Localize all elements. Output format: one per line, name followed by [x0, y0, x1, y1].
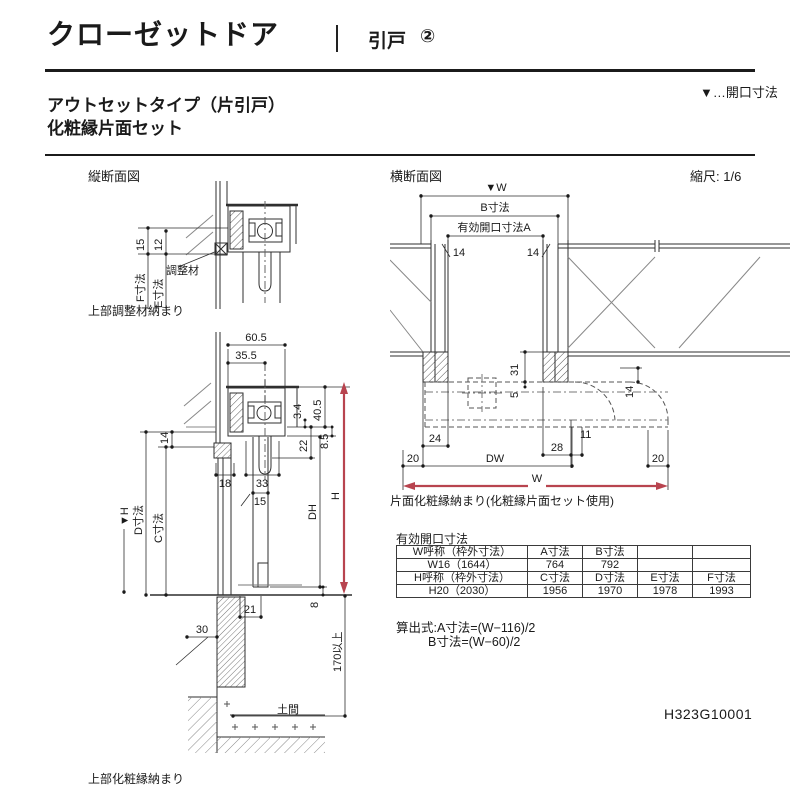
dim-15-lower: 15 [254, 496, 266, 508]
dim-e: E寸法 [151, 279, 165, 308]
dim-d: D寸法 [131, 505, 145, 535]
cell [637, 545, 693, 559]
document-number: H323G10001 [664, 706, 753, 722]
dim-11: 11 [580, 429, 591, 441]
lower-full-section: 60.5 35.5 40.5 3.4 8.5 22 DH H 14 D寸法 C寸… [119, 332, 352, 753]
category-label: 引戸 [368, 31, 407, 52]
dim-3-4: 3.4 [292, 404, 304, 419]
header-rule [45, 69, 755, 72]
dim-8: 8 [309, 602, 321, 608]
formula-b: B寸法=(W−60)/2 [428, 635, 521, 649]
cell: H呼称（枠外寸法） [396, 571, 528, 585]
plan-view: ▼W B寸法 有効開口寸法A 14 14 31 5 14 24 28 11 20… [390, 182, 790, 490]
dim-15-upper: 15 [135, 239, 147, 251]
dim-b: B寸法 [480, 200, 509, 214]
cell: 1956 [527, 584, 583, 598]
dim-35-5: 35.5 [235, 350, 256, 362]
cell [692, 558, 751, 572]
cell [637, 558, 693, 572]
dim-a: 有効開口寸法A [457, 220, 531, 234]
cell [692, 545, 751, 559]
title-divider [336, 25, 338, 52]
h-datum-marker: ▼H [119, 507, 131, 526]
subtitle-line2: 化粧縁片面セット [47, 119, 183, 138]
plan-caption: 片面化粧縁納まり(化粧縁片面セット使用) [390, 494, 614, 508]
page-title: クローゼットドア [47, 19, 280, 50]
dim-8-5: 8.5 [319, 434, 331, 449]
cell: F寸法 [692, 571, 751, 585]
cell: D寸法 [582, 571, 638, 585]
doma-label: 土間 [277, 703, 299, 716]
dim-12-upper: 12 [153, 239, 165, 251]
horizontal-section-label: 横断面図 [390, 169, 443, 184]
table-title: 有効開口寸法 [396, 532, 469, 546]
dim-60-5: 60.5 [245, 332, 266, 344]
dim-w: W [532, 473, 543, 485]
w-datum-marker: ▼W [485, 182, 507, 194]
dim-21: 21 [244, 604, 256, 616]
dim-14-jamb-left: 14 [453, 247, 465, 259]
dim-dh: DH [307, 504, 319, 520]
lower-detail-caption: 上部化粧縁納まり [88, 772, 185, 786]
dim-40-5: 40.5 [312, 400, 324, 421]
dim-h: H [330, 492, 342, 500]
cell: E寸法 [637, 571, 693, 585]
overall-height-arrow [340, 382, 348, 594]
dim-c: C寸法 [151, 513, 165, 543]
vertical-section-label: 縦断面図 [88, 169, 141, 184]
dim-20-right: 20 [652, 453, 664, 465]
dim-f: F寸法 [133, 273, 147, 302]
dim-14-pocket: 14 [624, 386, 636, 398]
vertical-section-drawing: 15 12 F寸法 E寸法 調整材 [119, 175, 360, 753]
cell: C寸法 [527, 571, 583, 585]
dim-14-jamb-right: 14 [527, 247, 539, 259]
category-number: ② [420, 26, 436, 46]
dim-18: 18 [219, 478, 231, 490]
cell: B寸法 [582, 545, 638, 559]
dim-170-min: 170以上 [331, 632, 344, 672]
formula-a: 算出式:A寸法=(W−116)/2 [396, 621, 536, 635]
cell: 792 [582, 558, 638, 572]
horizontal-section-drawing: ▼W B寸法 有効開口寸法A 14 14 31 5 14 24 28 11 20… [390, 182, 790, 490]
upper-detail-caption: 上部調整材納まり [88, 304, 185, 318]
dim-28: 28 [551, 442, 563, 454]
overall-width-arrow [403, 482, 668, 490]
cell: W16（1644） [396, 558, 528, 572]
cell: H20（2030） [396, 584, 528, 598]
dim-30: 30 [196, 624, 208, 636]
dim-14-left: 14 [159, 432, 171, 444]
dim-22: 22 [298, 440, 310, 452]
dim-20-left: 20 [407, 453, 419, 465]
scale-label: 縮尺: 1/6 [690, 169, 742, 184]
cell: 1970 [582, 584, 638, 598]
dim-31: 31 [509, 364, 521, 376]
dim-33: 33 [256, 478, 268, 490]
cell: 764 [527, 558, 583, 572]
subtitle-line1: アウトセットタイプ（片引戸） [47, 96, 285, 115]
cell: A寸法 [527, 545, 583, 559]
adjuster-label: 調整材 [166, 263, 199, 277]
dim-5: 5 [509, 392, 521, 398]
dim-24: 24 [429, 433, 441, 445]
upper-adjuster-detail: 15 12 F寸法 E寸法 調整材 [133, 181, 298, 309]
cell: 1993 [692, 584, 751, 598]
dim-dw: DW [486, 453, 505, 465]
cell: W呼称（枠外寸法） [396, 545, 528, 559]
cell: 1978 [637, 584, 693, 598]
opening-dim-legend: ▼…開口寸法 [700, 85, 778, 100]
subtitle-rule [45, 154, 755, 156]
